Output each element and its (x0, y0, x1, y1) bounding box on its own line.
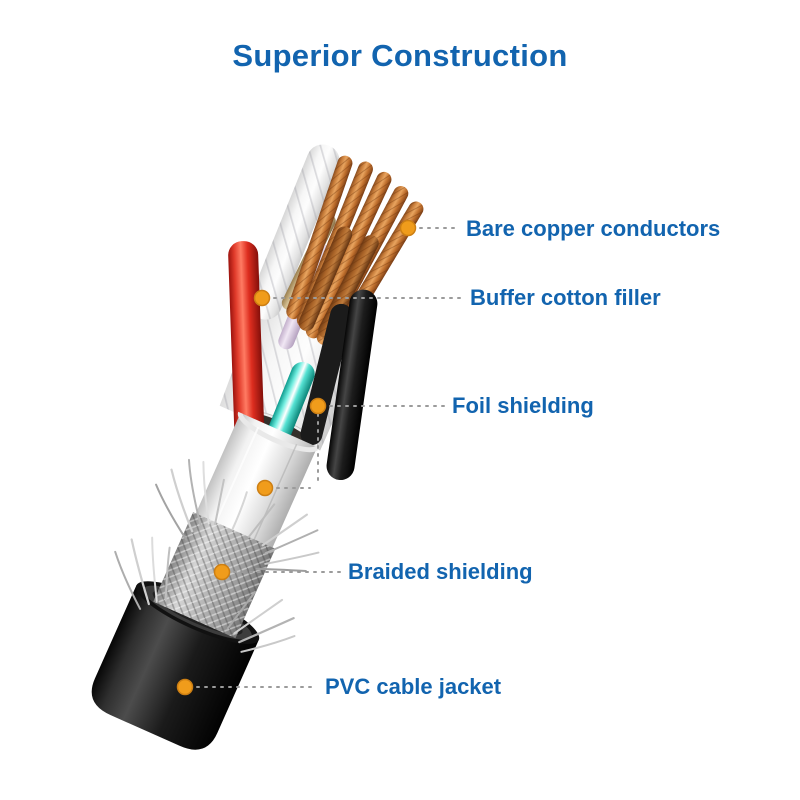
callout-dot-braid (213, 563, 231, 581)
foil-shield-layer (190, 411, 320, 559)
callout-label-foil: Foil shielding (452, 393, 594, 418)
callout-label-braid: Braided shielding (348, 559, 533, 584)
callout-dot-foil-a (309, 397, 327, 415)
callout-dot-copper (399, 219, 417, 237)
callout-label-jacket: PVC cable jacket (325, 674, 502, 699)
callout-dot-cotton (253, 289, 271, 307)
callout-dot-jacket (176, 678, 194, 696)
buffer-cotton-strand (248, 144, 340, 320)
callout-dot-foil-b (256, 479, 274, 497)
callout-label-cotton: Buffer cotton filler (470, 285, 661, 310)
braid-fray-lower (114, 536, 296, 653)
page-title: Superior Construction (232, 38, 568, 73)
callout-label-copper: Bare copper conductors (466, 216, 721, 241)
black-wire (326, 289, 378, 481)
braid-fray-upper (155, 458, 320, 573)
leader-line-foil (276, 405, 445, 489)
copper-conductors (286, 155, 424, 348)
